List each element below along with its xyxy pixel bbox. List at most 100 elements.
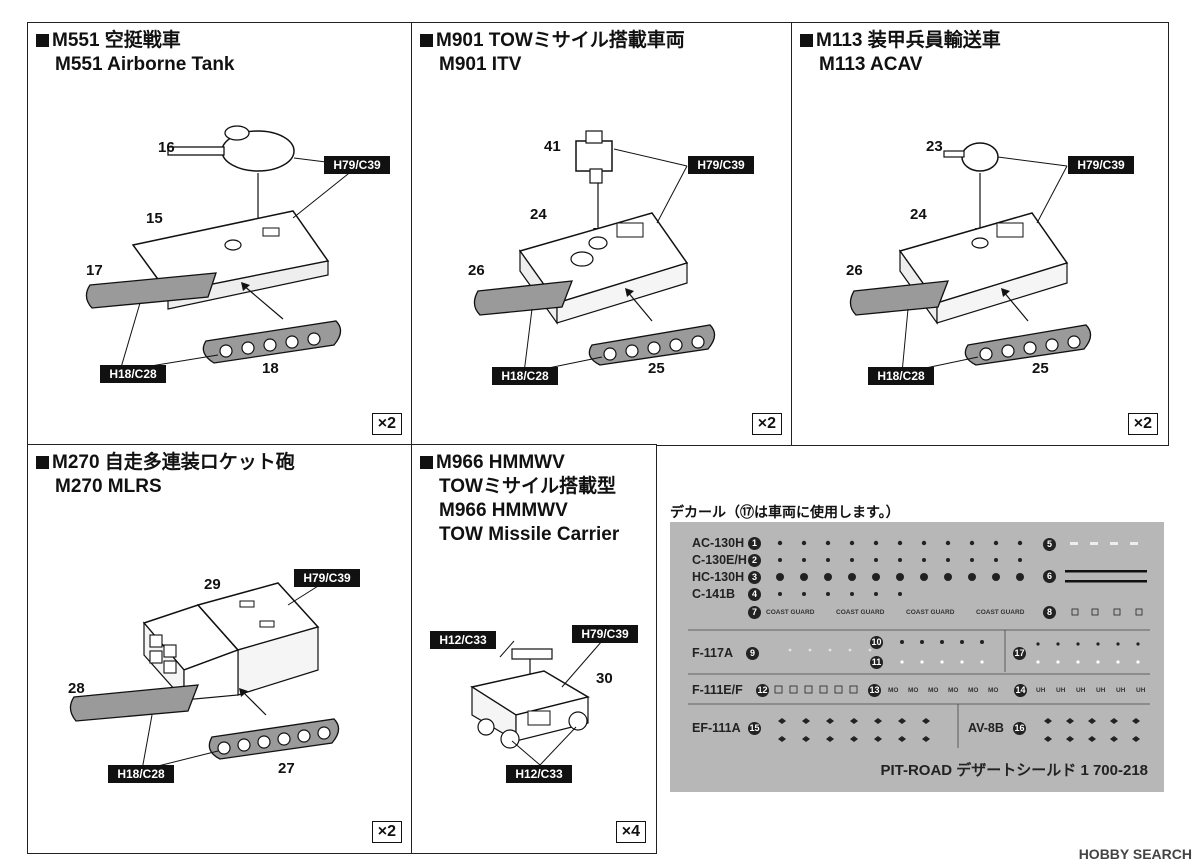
uh-marking: UH xyxy=(1096,687,1106,694)
label-part-26: 26 xyxy=(846,262,863,279)
decal-sheet: AC-130H 1 C-130E/H 2 HC-130H 3 C-141B 4 xyxy=(670,522,1164,792)
decal-label: C-130E/H xyxy=(692,553,747,567)
quantity-badge: ×2 xyxy=(1127,413,1158,435)
panel-m551: M551 空挺戦車 M551 Airborne Tank 16 15 17 18 xyxy=(27,22,413,446)
decal-label: HC-130H xyxy=(692,570,745,584)
mo-marking: MO xyxy=(908,687,919,694)
quantity-badge: ×2 xyxy=(371,413,402,435)
color-code-tag: H12/C33 xyxy=(515,767,563,781)
title-line-3: M966 HMMWV xyxy=(439,500,568,521)
label-part-24: 24 xyxy=(530,206,547,223)
bullet-square xyxy=(800,34,813,47)
title-jp: M113 装甲兵員輸送車 xyxy=(816,30,1001,51)
quantity-badge: ×4 xyxy=(615,821,646,843)
label-part-15: 15 xyxy=(146,210,163,227)
coast-guard-text: COAST GUARD xyxy=(906,609,955,616)
decal-footer: PIT-ROAD デザートシールド 1 700-218 xyxy=(880,762,1148,779)
title-jp: M270 自走多連装ロケット砲 xyxy=(52,452,295,473)
mo-marking: MO xyxy=(948,687,959,694)
label-part-25: 25 xyxy=(1032,360,1049,377)
title-jp: M901 TOWミサイル搭載車両 xyxy=(436,30,685,51)
decal-number-badge: 10 xyxy=(870,636,883,649)
m551-assembly-diagram: 16 15 17 18 H79/C39 H18/C28 xyxy=(85,125,390,383)
decal-label: EF-111A xyxy=(692,721,741,735)
decal-number-badge: 2 xyxy=(748,554,761,567)
color-code-tag: H79/C39 xyxy=(333,158,381,172)
title-line-4: TOW Missile Carrier xyxy=(439,524,620,545)
color-code-tag: H79/C39 xyxy=(697,158,745,172)
decal-number-badge: 17 xyxy=(1013,647,1026,660)
decal-label: AV-8B xyxy=(968,721,1004,735)
decal-number-badge: 16 xyxy=(1013,722,1026,735)
panel-title: M551 空挺戦車 M551 Airborne Tank xyxy=(36,29,235,77)
panel-title: M113 装甲兵員輸送車 M113 ACAV xyxy=(800,29,1001,77)
decal-insignia-art xyxy=(688,540,1150,748)
label-part-26: 26 xyxy=(468,262,485,279)
coast-guard-text: COAST GUARD xyxy=(836,609,885,616)
decal-number-badge: 11 xyxy=(870,656,883,669)
panel-title: M901 TOWミサイル搭載車両 M901 ITV xyxy=(420,29,685,77)
decal-number-badge: 3 xyxy=(748,571,761,584)
label-part-23: 23 xyxy=(926,138,943,155)
bullet-square xyxy=(36,456,49,469)
quantity-badge: ×2 xyxy=(751,413,782,435)
panel-m113: M113 装甲兵員輸送車 M113 ACAV 23 24 26 25 H79/C… xyxy=(791,22,1169,446)
uh-marking: UH xyxy=(1056,687,1066,694)
decal-number-badge: 5 xyxy=(1043,538,1056,551)
uh-marking: UH xyxy=(1116,687,1126,694)
label-part-25: 25 xyxy=(648,360,665,377)
mo-marking: MO xyxy=(928,687,939,694)
decal-label: F-111E/F xyxy=(692,683,743,697)
label-part-30: 30 xyxy=(596,670,613,687)
uh-marking: UH xyxy=(1036,687,1046,694)
decal-number-badge: 7 xyxy=(748,606,761,619)
uh-marking: UH xyxy=(1136,687,1146,694)
color-code-tag: H79/C39 xyxy=(1077,158,1125,172)
bullet-square xyxy=(420,456,433,469)
label-part-28: 28 xyxy=(68,680,85,697)
label-part-16: 16 xyxy=(158,139,175,156)
decal-number-badge: 14 xyxy=(1014,684,1027,697)
decal-label: F-117A xyxy=(692,646,733,660)
hobby-search-watermark: HOBBY SEARCH xyxy=(1078,846,1192,862)
panel-m270: M270 自走多連装ロケット砲 M270 MLRS 29 28 27 H79/C… xyxy=(27,444,413,854)
color-code-tag: H12/C33 xyxy=(439,633,487,647)
decal-number-badge: 4 xyxy=(748,588,761,601)
panel-m901: M901 TOWミサイル搭載車両 M901 ITV 41 24 26 25 H7… xyxy=(411,22,793,446)
title-jp: M551 空挺戦車 xyxy=(52,30,181,51)
mo-marking: MO xyxy=(968,687,979,694)
panel-title: M270 自走多連装ロケット砲 M270 MLRS xyxy=(36,451,295,499)
coast-guard-text: COAST GUARD xyxy=(976,609,1025,616)
title-en: M113 ACAV xyxy=(819,54,923,75)
decal-number-badge: 6 xyxy=(1043,570,1056,583)
label-part-24: 24 xyxy=(910,206,927,223)
decal-number-badge: 9 xyxy=(746,647,759,660)
label-part-17: 17 xyxy=(86,262,103,279)
decal-number-badge: 1 xyxy=(748,537,761,550)
decal-number-badge: 8 xyxy=(1043,606,1056,619)
color-code-tag: H18/C28 xyxy=(117,767,165,781)
coast-guard-text: COAST GUARD xyxy=(766,609,815,616)
color-code-tag: H79/C39 xyxy=(581,627,629,641)
quantity-badge: ×2 xyxy=(371,821,402,843)
title-en: M901 ITV xyxy=(439,54,522,75)
decal-number-badge: 15 xyxy=(748,722,761,735)
mo-marking: MO xyxy=(888,687,899,694)
label-part-29: 29 xyxy=(204,576,221,593)
decal-title: デカール（⑰は車両に使用します。） xyxy=(670,504,900,520)
bullet-square xyxy=(420,34,433,47)
decal-number-badge: 13 xyxy=(868,684,881,697)
decal-label: AC-130H xyxy=(692,536,745,550)
color-code-tag: H18/C28 xyxy=(877,369,925,383)
panel-m966: M966 HMMWV TOWミサイル搭載型 M966 HMMWV TOW Mis… xyxy=(411,444,657,854)
m966-assembly-diagram: 30 H12/C33 H79/C39 H12/C33 xyxy=(430,625,638,783)
decal-number-badge: 12 xyxy=(756,684,769,697)
star-insignia-row-1 xyxy=(777,540,1023,546)
decal-label: C-141B xyxy=(692,587,736,601)
label-part-41: 41 xyxy=(544,138,561,155)
m901-assembly-diagram: 41 24 26 25 H79/C39 H18/C28 xyxy=(468,130,754,385)
color-code-tag: H18/C28 xyxy=(109,367,157,381)
title-en: M551 Airborne Tank xyxy=(55,54,235,75)
title-line-2: TOWミサイル搭載型 xyxy=(439,476,616,497)
panel-title: M966 HMMWV TOWミサイル搭載型 M966 HMMWV TOW Mis… xyxy=(420,451,619,547)
